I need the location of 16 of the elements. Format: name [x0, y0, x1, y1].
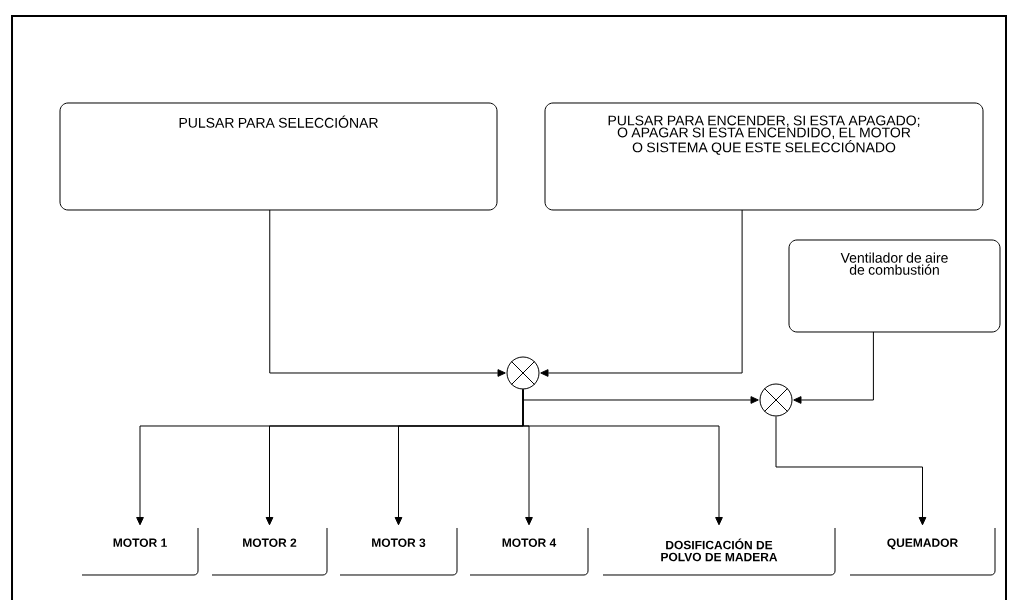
output-box: MOTOR 4	[469, 527, 589, 576]
summing-junction	[759, 383, 793, 417]
output-box: DOSIFICACIÓN DE POLVO DE MADERA	[602, 527, 836, 576]
text-box: PULSAR PARA ENCENDER, SI ESTA APAGADO; O APAGAR SI ESTA ENCENDIDO, EL MOTOR O SISTEMA QUE ESTE SELECCIÓNADO	[544, 102, 984, 211]
output-box: MOTOR 2	[211, 527, 328, 576]
arrow	[522, 389, 723, 526]
arrow	[269, 209, 506, 377]
arrow	[793, 331, 874, 404]
text-box: PULSAR PARA SELECCIÓNAR	[59, 102, 498, 211]
summing-junction	[506, 356, 540, 390]
output-box: MOTOR 3	[339, 527, 458, 576]
text-box: Ventilador de aire de combustión	[788, 239, 1001, 333]
arrow	[540, 209, 743, 377]
output-box: QUEMADOR	[849, 527, 996, 576]
output-box: MOTOR 1	[81, 527, 199, 576]
arrow	[775, 416, 927, 526]
